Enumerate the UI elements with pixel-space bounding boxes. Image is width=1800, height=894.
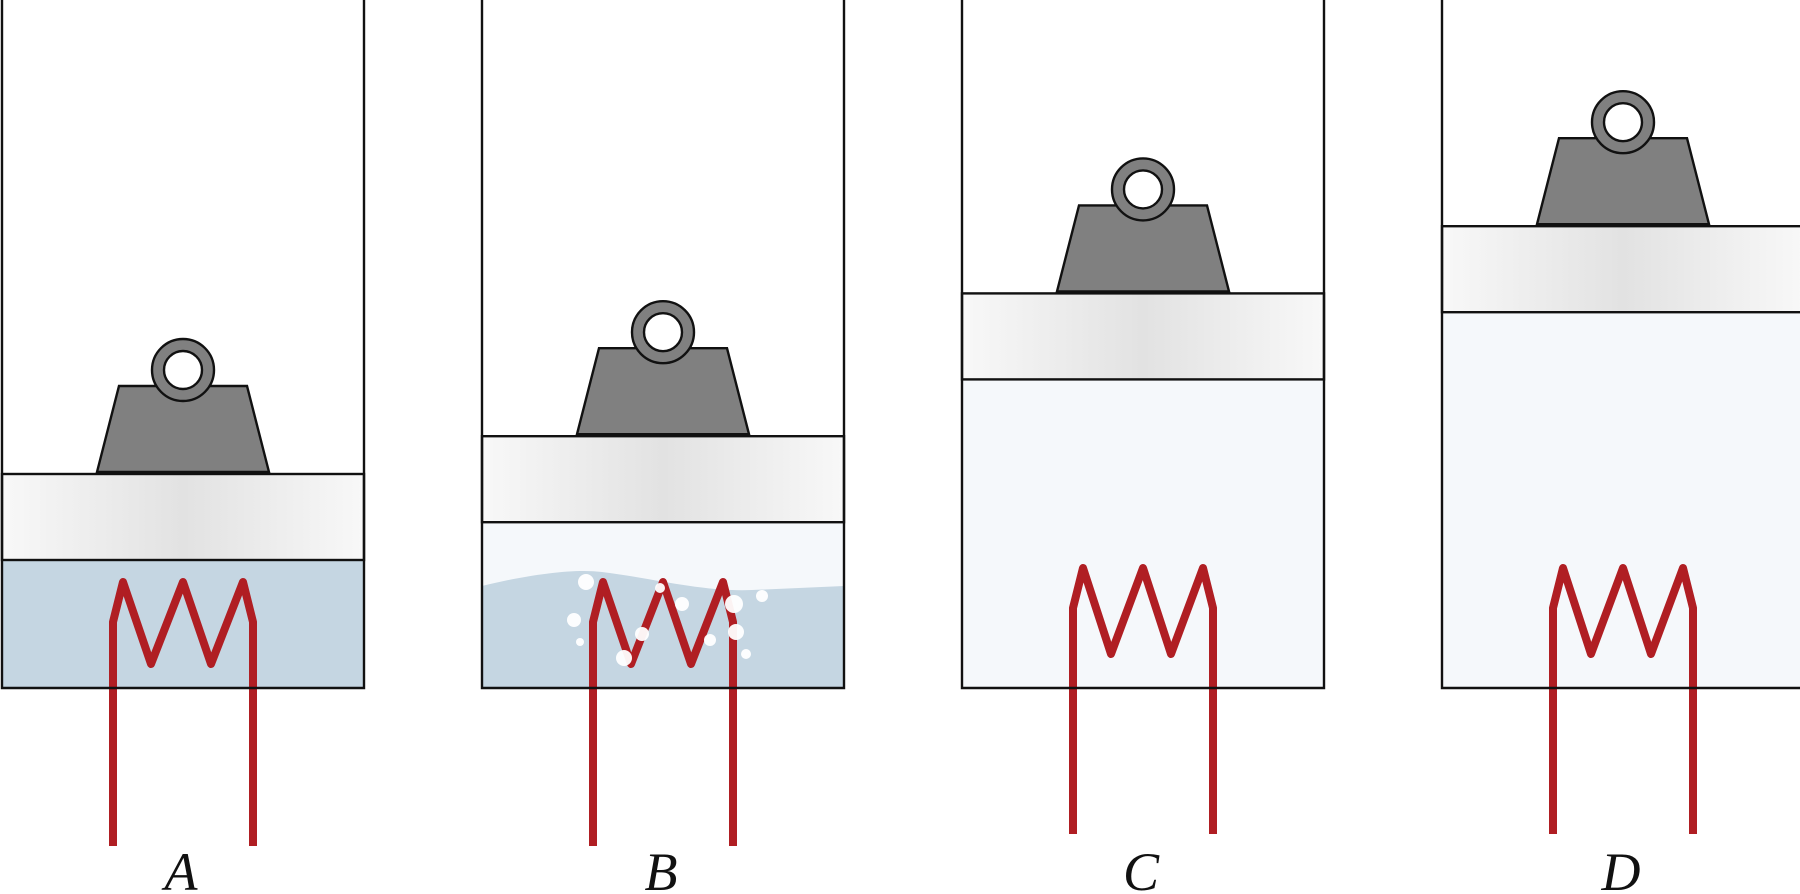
bubble bbox=[704, 634, 716, 646]
bubble bbox=[725, 595, 743, 613]
bubble bbox=[675, 597, 689, 611]
bubble bbox=[616, 650, 632, 666]
piston bbox=[960, 292, 1326, 381]
liquid bbox=[482, 570, 844, 688]
bubble bbox=[635, 627, 649, 641]
piston bbox=[1440, 224, 1800, 314]
cylinder bbox=[1440, 0, 1800, 690]
heating-coil-icon bbox=[1549, 564, 1697, 834]
heating-coil-icon bbox=[109, 578, 257, 846]
cylinder bbox=[480, 0, 846, 690]
cylinder bbox=[0, 0, 366, 690]
cylinder bbox=[960, 0, 1326, 690]
bubble bbox=[728, 624, 744, 640]
piston bbox=[480, 435, 846, 524]
panel-label: B bbox=[645, 842, 678, 894]
bubble bbox=[576, 638, 584, 646]
panel-c: C bbox=[960, 0, 1326, 894]
panel-label: A bbox=[162, 842, 199, 894]
weight-icon bbox=[1055, 157, 1231, 293]
weight-icon bbox=[95, 337, 271, 474]
bubble bbox=[578, 574, 594, 590]
bubble bbox=[655, 583, 665, 593]
piston bbox=[0, 472, 366, 562]
gas bbox=[962, 379, 1324, 688]
gas bbox=[1442, 312, 1800, 688]
bubble bbox=[567, 613, 581, 627]
heating-coil-icon bbox=[1069, 564, 1217, 834]
panel-a: A bbox=[0, 0, 366, 894]
bubble bbox=[741, 649, 751, 659]
panel-label: D bbox=[1601, 842, 1641, 894]
weight-icon bbox=[575, 300, 751, 436]
panel-b: B bbox=[480, 0, 846, 894]
panel-label: C bbox=[1123, 842, 1160, 894]
bubble bbox=[756, 590, 768, 602]
panel-d: D bbox=[1440, 0, 1800, 894]
weight-icon bbox=[1535, 89, 1711, 226]
